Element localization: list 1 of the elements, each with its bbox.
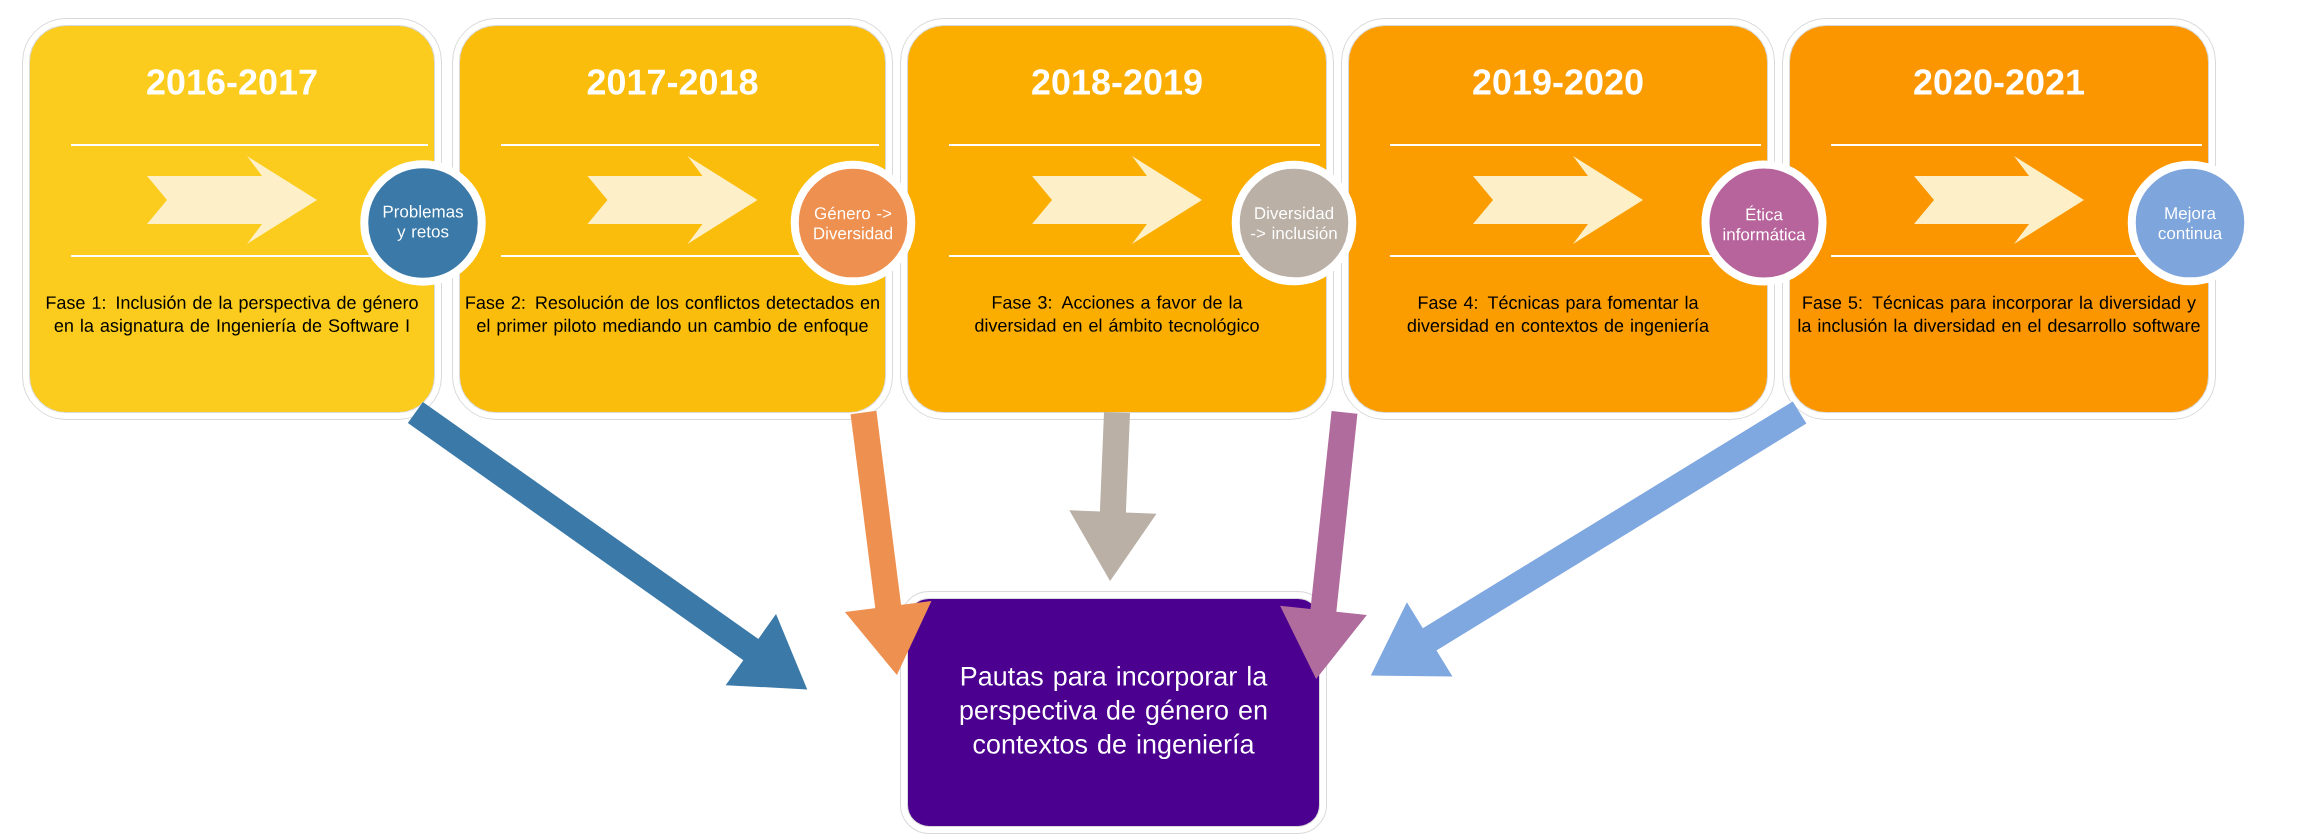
result-box: Pautas para incorporar la perspectiva de género en contextos de ingeniería <box>900 591 1327 834</box>
